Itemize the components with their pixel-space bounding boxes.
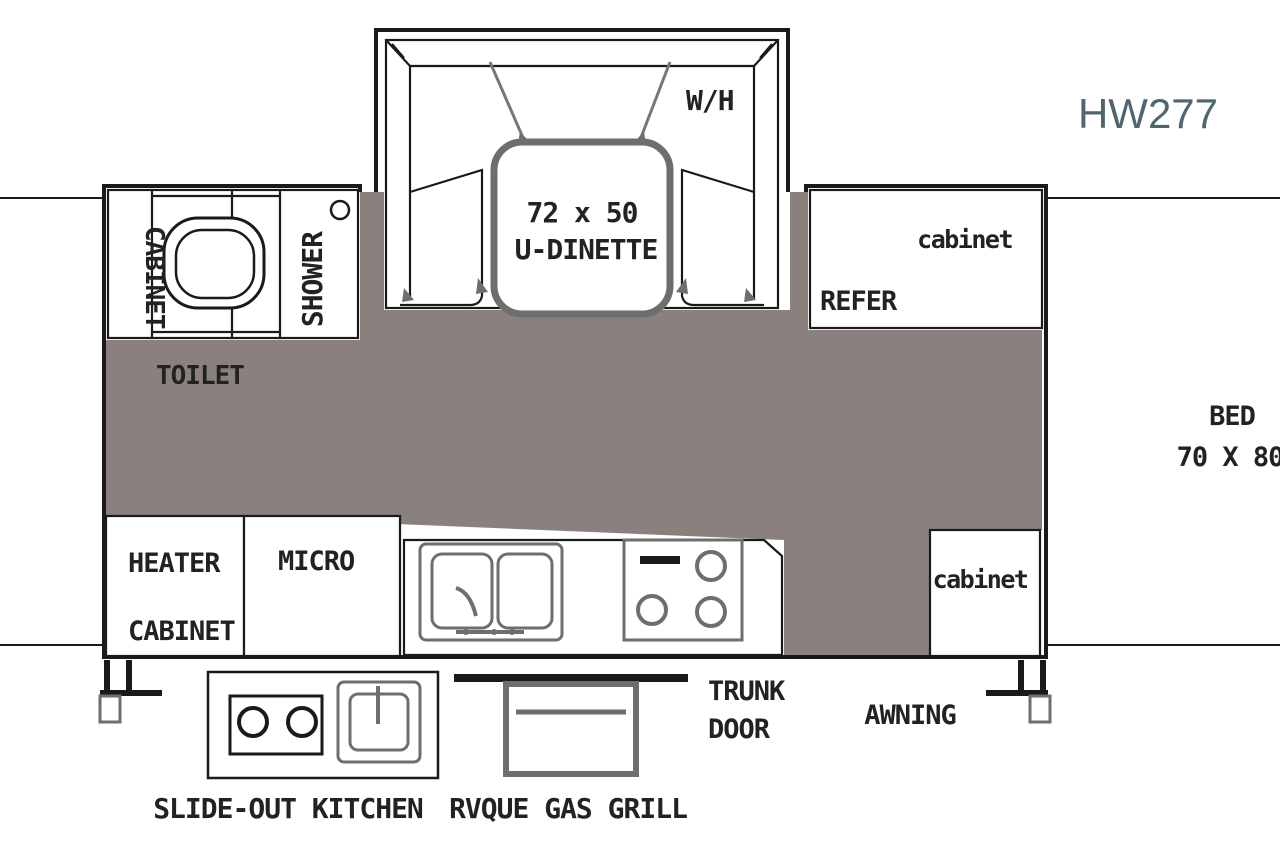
bed-label: BED bbox=[1209, 401, 1256, 432]
water-heater-label: W/H bbox=[686, 84, 734, 117]
stabilizer-jacks bbox=[98, 660, 1052, 724]
lower-right-cabinet: cabinet bbox=[928, 528, 1042, 658]
shower-drain-icon bbox=[329, 199, 351, 221]
bed-size-label: 70 X 80 bbox=[1177, 442, 1280, 473]
grill-label: RVQUE GAS GRILL bbox=[449, 792, 687, 825]
trunk-label: TRUNK bbox=[708, 676, 786, 707]
upper-cabinet-label: cabinet bbox=[917, 225, 1012, 254]
slide-out-kitchen: SLIDE-OUT KITCHEN bbox=[153, 670, 440, 825]
dinette-label: U-DINETTE bbox=[515, 233, 658, 266]
micro-label: MICRO bbox=[278, 546, 355, 577]
grill-and-trunk: TRUNK DOOR RVQUE GAS GRILL bbox=[449, 674, 787, 825]
awning-label: AWNING bbox=[864, 700, 956, 731]
lower-cabinet-label: cabinet bbox=[933, 565, 1028, 594]
door-label: DOOR bbox=[708, 714, 771, 745]
refer-cabinet-block: cabinet REFER bbox=[808, 188, 1044, 330]
floor-aisle bbox=[784, 505, 930, 655]
stove-icon bbox=[622, 538, 744, 642]
lower-counter: HEATER CABINET MICRO bbox=[104, 514, 784, 658]
heater-cabinet-label: CABINET bbox=[128, 616, 236, 647]
dinette-table bbox=[490, 138, 674, 318]
bath-cabinet-label: CABINET bbox=[139, 226, 169, 329]
bed-area: BED 70 X 80 bbox=[1177, 401, 1280, 473]
shower-label: SHOWER bbox=[296, 231, 329, 327]
slide-out-kitchen-label: SLIDE-OUT KITCHEN bbox=[153, 792, 423, 825]
bed-end-outline bbox=[0, 197, 1280, 646]
dinette-size-label: 72 x 50 bbox=[526, 196, 637, 229]
refer-label: REFER bbox=[820, 286, 898, 317]
floor-main bbox=[104, 340, 1042, 516]
model-name: HW277 bbox=[1078, 90, 1218, 137]
toilet-label: TOILET bbox=[156, 361, 244, 391]
bathroom: CABINET SHOWER TOILET bbox=[106, 188, 360, 391]
dinette-slideout: W/H 72 x 50 U-DINETTE bbox=[384, 38, 780, 318]
sink-icon bbox=[418, 542, 564, 642]
heater-label: HEATER bbox=[128, 548, 221, 579]
